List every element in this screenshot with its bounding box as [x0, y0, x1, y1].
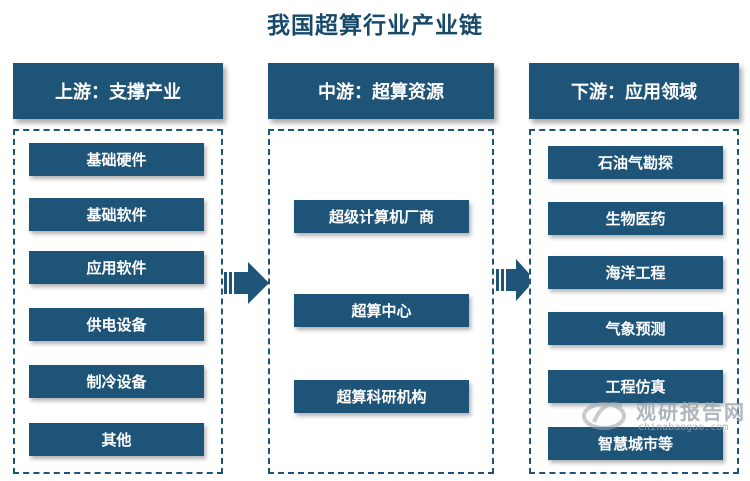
midstream-header: 中游：超算资源 [268, 63, 494, 119]
diagram-title: 我国超算行业产业链 [267, 12, 483, 39]
watermark-logo-icon [582, 402, 626, 430]
flow-arrow-right-icon [496, 259, 535, 301]
midstream-item: 超算科研机构 [294, 380, 469, 413]
downstream-item: 气象预测 [548, 312, 723, 345]
watermark-url: chinabaogao.com [638, 422, 729, 433]
downstream-item: 石油气勘探 [548, 146, 723, 179]
upstream-item: 制冷设备 [29, 365, 204, 398]
midstream-panel: 超级计算机厂商 超算中心 超算科研机构 [268, 129, 494, 474]
upstream-item: 基础软件 [29, 198, 204, 231]
downstream-item: 智慧城市等 [548, 427, 723, 460]
upstream-panel: 基础硬件 基础软件 应用软件 供电设备 制冷设备 其他 [13, 129, 223, 474]
watermark-name: 观研报告网 [636, 400, 746, 424]
upstream-item: 供电设备 [29, 308, 204, 341]
midstream-item: 超级计算机厂商 [294, 200, 469, 233]
midstream-item: 超算中心 [294, 294, 469, 327]
upstream-item: 其他 [29, 423, 204, 456]
downstream-item: 生物医药 [548, 202, 723, 235]
downstream-item: 工程仿真 [548, 370, 723, 403]
upstream-item: 应用软件 [29, 251, 204, 284]
downstream-item: 海洋工程 [548, 256, 723, 289]
upstream-header: 上游：支撑产业 [13, 63, 223, 119]
flow-arrow-right-icon [224, 262, 269, 304]
downstream-panel: 石油气勘探 生物医药 海洋工程 气象预测 工程仿真 智慧城市等 [529, 129, 739, 474]
downstream-header: 下游：应用领域 [529, 63, 739, 119]
upstream-item: 基础硬件 [29, 143, 204, 176]
